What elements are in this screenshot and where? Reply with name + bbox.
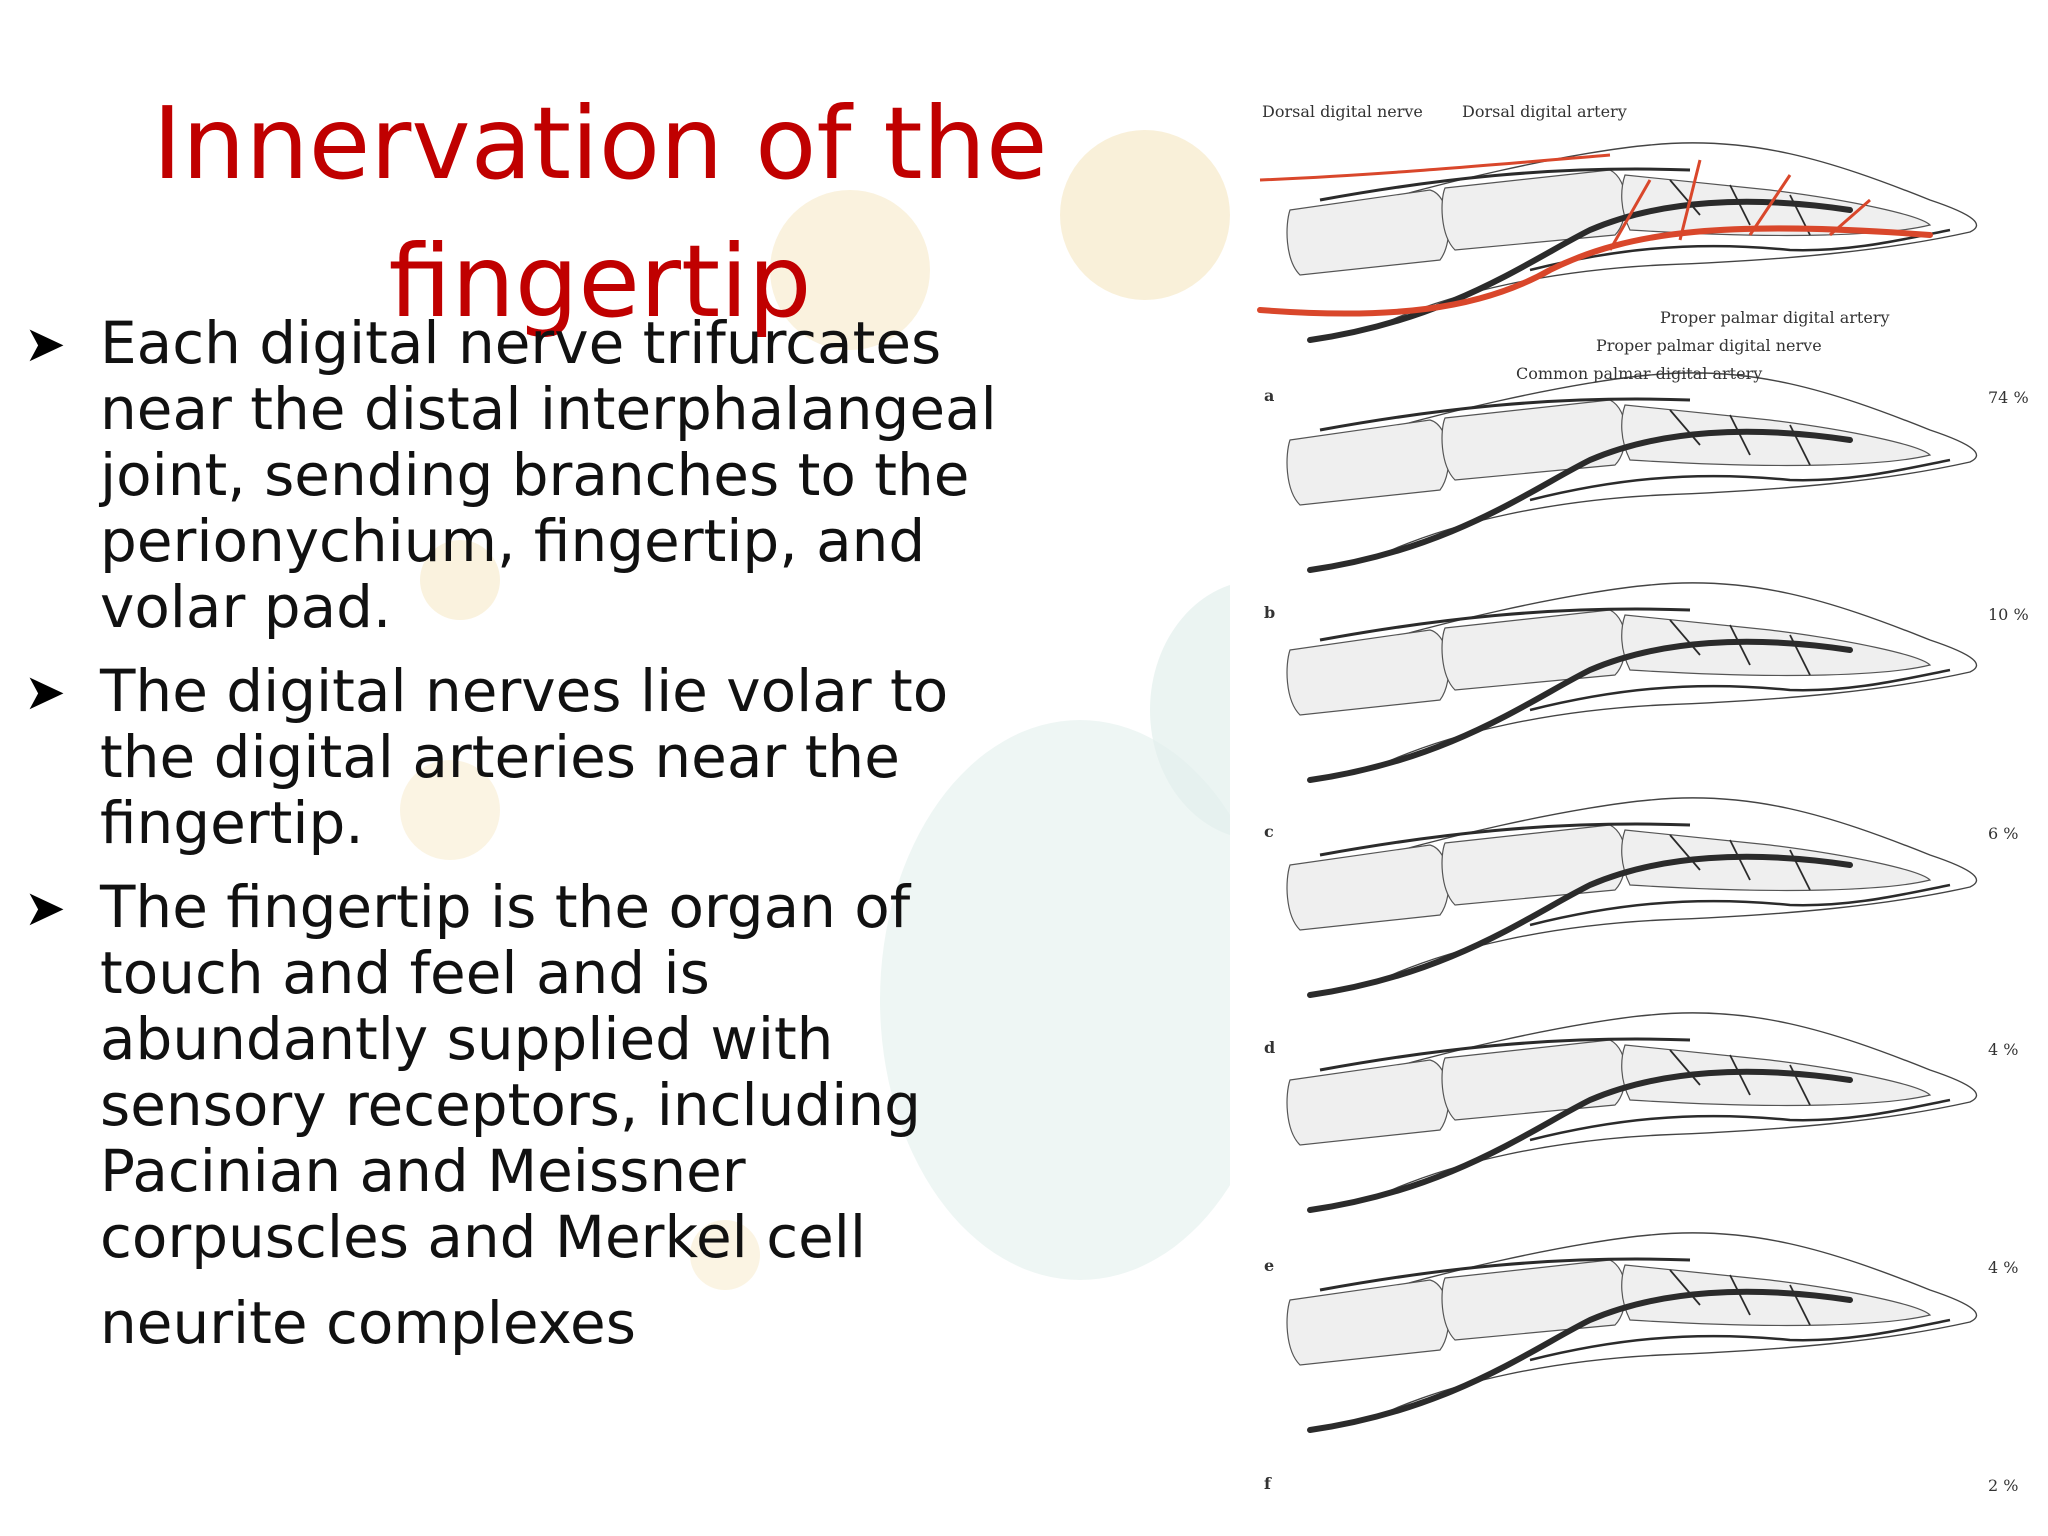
panel-letter: e <box>1264 1256 1275 1275</box>
panel-percent: 74 % <box>1988 388 2029 407</box>
terminal-nerve-branches <box>1669 619 1811 676</box>
dorsal-digital-artery <box>1259 153 1611 182</box>
panel-letter: f <box>1264 1474 1271 1493</box>
bullet-text-continued: neurite complexes <box>100 1289 636 1357</box>
background-circle <box>690 1220 760 1290</box>
proximal-phalanx <box>1286 844 1450 931</box>
label-common-palmar-digital-artery: Common palmar digital artery <box>1516 364 1763 383</box>
background-circle <box>400 760 500 860</box>
proximal-phalanx <box>1286 189 1450 276</box>
bullet-list: ➤ Each digital nerve trifurcates near th… <box>24 310 1004 1374</box>
terminal-nerve-branches <box>1669 409 1811 466</box>
proximal-phalanx <box>1286 629 1450 716</box>
middle-phalanx <box>1441 169 1627 251</box>
list-item: ➤ The fingertip is the organ of touch an… <box>24 874 1004 1356</box>
label-dorsal-digital-nerve: Dorsal digital nerve <box>1262 102 1423 121</box>
proximal-phalanx <box>1286 1279 1450 1366</box>
list-item: ➤ The digital nerves lie volar to the di… <box>24 658 1004 856</box>
palmar-digital-nerve <box>1307 198 1853 343</box>
middle-phalanx <box>1441 399 1627 481</box>
arrow-bullet-icon: ➤ <box>24 315 66 373</box>
background-circle <box>1060 130 1230 300</box>
palmar-digital-nerve <box>1307 1288 1853 1433</box>
background-circle <box>420 540 500 620</box>
label-dorsal-digital-artery: Dorsal digital artery <box>1462 102 1627 121</box>
nerve-branch <box>1529 668 1951 712</box>
panel-letter: d <box>1264 1038 1276 1057</box>
dorsal-nerve-branch <box>1319 1037 1691 1072</box>
dorsal-nerve-branch <box>1319 397 1691 432</box>
palmar-digital-nerve <box>1307 428 1853 573</box>
artery-branches <box>1608 159 1871 251</box>
proximal-phalanx <box>1286 419 1450 506</box>
dorsal-nerve-branch <box>1319 1257 1691 1292</box>
label-proper-palmar-digital-artery: Proper palmar digital artery <box>1660 308 1890 327</box>
palmar-digital-artery <box>1257 225 1933 317</box>
panel-percent: 4 % <box>1988 1040 2019 1059</box>
middle-phalanx <box>1441 824 1627 906</box>
terminal-nerve-branches <box>1669 834 1811 891</box>
dorsal-nerve-branch <box>1319 607 1691 642</box>
palmar-digital-nerve <box>1307 1068 1853 1213</box>
middle-phalanx <box>1441 1039 1627 1121</box>
finger-outline <box>1289 582 1977 771</box>
finger-outline <box>1289 1232 1977 1421</box>
nerve-branch <box>1529 1318 1951 1362</box>
nerve-branch <box>1529 1098 1951 1142</box>
nerve-branch <box>1529 883 1951 927</box>
list-item: ➤ Each digital nerve trifurcates near th… <box>24 310 1004 640</box>
anatomy-figure: Dorsal digital nerve Dorsal digital arte… <box>1230 70 2048 1536</box>
finger-illustrations <box>1257 142 1977 1433</box>
palmar-digital-nerve <box>1307 853 1853 998</box>
dorsal-nerve-branch <box>1319 822 1691 857</box>
nerve-branch <box>1529 458 1951 502</box>
bullet-text: Each digital nerve trifurcates near the … <box>100 309 997 641</box>
panel-percent: 2 % <box>1988 1476 2019 1495</box>
panel-letter: a <box>1264 386 1275 405</box>
proximal-phalanx <box>1286 1059 1450 1146</box>
middle-phalanx <box>1441 609 1627 691</box>
middle-phalanx <box>1441 1259 1627 1341</box>
bullet-text: The digital nerves lie volar to the digi… <box>100 657 949 857</box>
terminal-nerve-branches <box>1669 1049 1811 1106</box>
finger-outline <box>1289 142 1977 331</box>
arrow-bullet-icon: ➤ <box>24 663 66 721</box>
bullet-text: The fingertip is the organ of touch and … <box>100 873 921 1271</box>
label-proper-palmar-digital-nerve: Proper palmar digital nerve <box>1596 336 1822 355</box>
panel-letter: b <box>1264 603 1276 622</box>
page-title: Innervation of the fingertip <box>152 85 1048 340</box>
background-circle <box>770 190 930 350</box>
nerve-branch <box>1529 228 1951 272</box>
panel-percent: 10 % <box>1988 605 2029 624</box>
panel-letter: c <box>1264 822 1274 841</box>
panel-percent: 6 % <box>1988 824 2019 843</box>
palmar-digital-nerve <box>1307 638 1853 783</box>
finger-outline <box>1289 1012 1977 1201</box>
arrow-bullet-icon: ➤ <box>24 879 66 937</box>
finger-outline <box>1289 372 1977 561</box>
panel-percent: 4 % <box>1988 1258 2019 1277</box>
dorsal-nerve-branch <box>1319 167 1691 202</box>
terminal-nerve-branches <box>1669 1269 1811 1326</box>
finger-outline <box>1289 797 1977 986</box>
